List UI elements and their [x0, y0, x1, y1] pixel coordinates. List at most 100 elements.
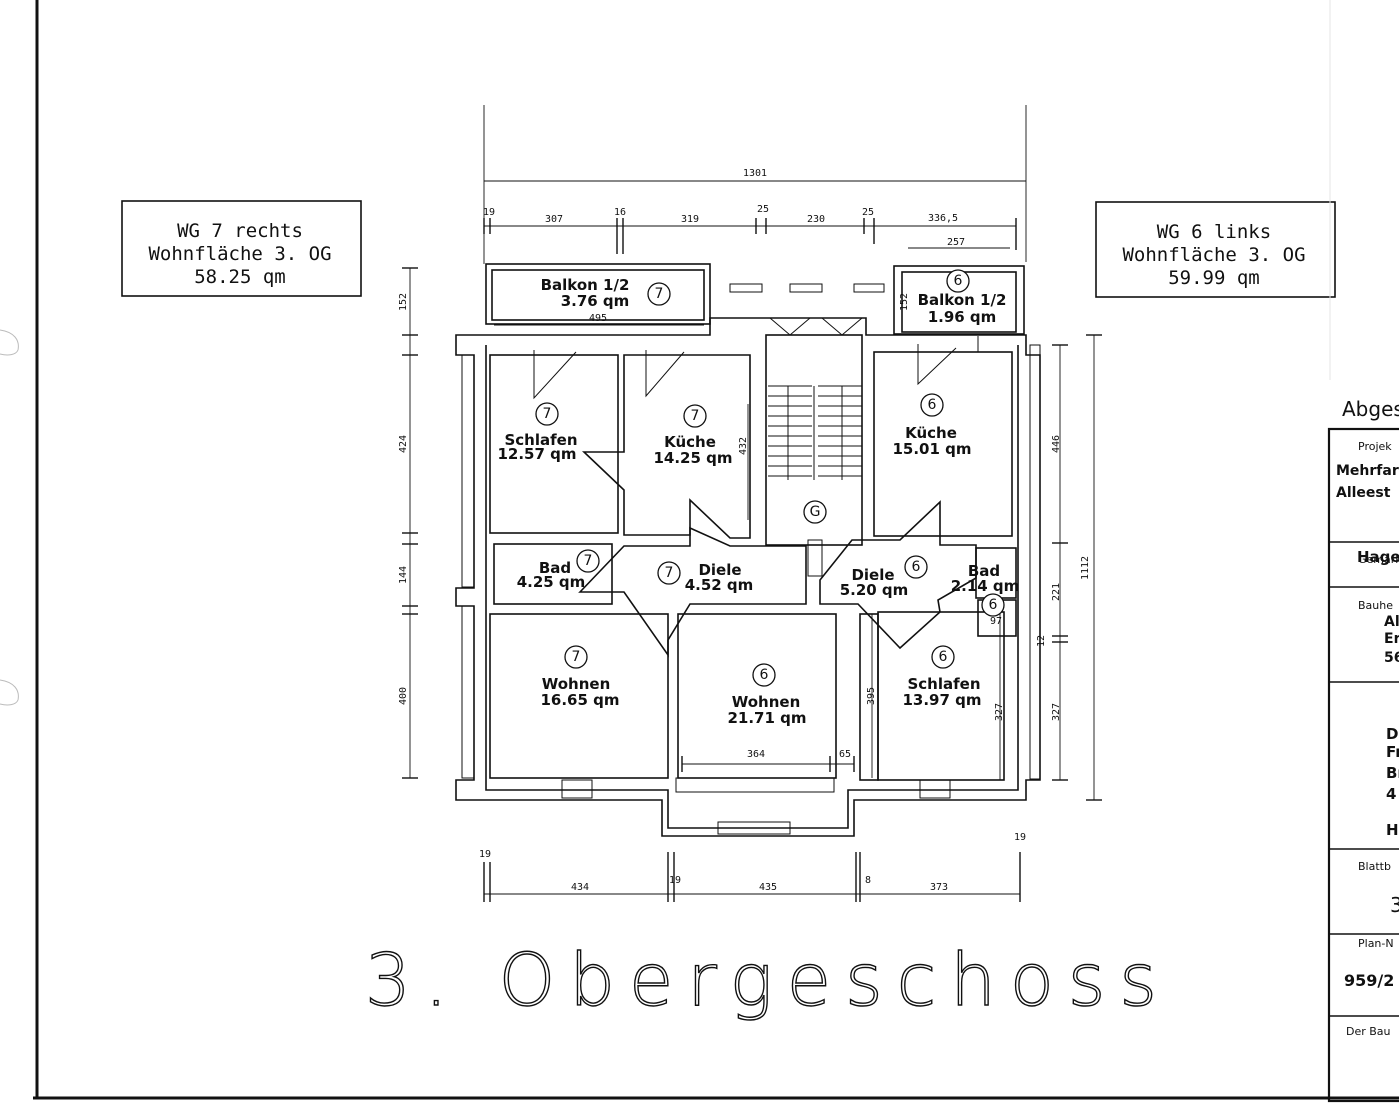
dim-total-width: 1301: [743, 168, 767, 179]
room-balkon7-name: Balkon 1/2: [541, 276, 630, 294]
room-schlafen6-area: 13.97 qm: [902, 691, 981, 709]
dim-inner-432: 432: [738, 437, 749, 455]
room-schlafen7-area: 12.57 qm: [497, 445, 576, 463]
wg7-area-label: Wohnfläche 3. OG: [148, 243, 331, 265]
tb-plan-value: 959/2: [1344, 971, 1394, 990]
dim-left-2: 424: [398, 435, 409, 453]
dim-152-right: 152: [899, 293, 910, 311]
dim-257: 257: [947, 237, 965, 248]
room-diele7-unit: 7: [665, 565, 674, 581]
room-balkon6-unit: 6: [954, 273, 963, 289]
dim-inner-395: 395: [866, 687, 877, 705]
dimension-labels: 1301 19 307 16 319 25 230 25 336,5 257 4…: [398, 168, 1091, 893]
dim-right-4: 327: [1051, 703, 1062, 721]
title-block: Abges Projek Mehrfar Alleest Gemark Hage…: [1327, 0, 1399, 1103]
dim-top-5: 25: [757, 204, 769, 215]
dim-right-1: 446: [1051, 435, 1062, 453]
dim-bottom-3: 19: [669, 875, 681, 886]
room-schlafen6-unit: 6: [939, 649, 948, 665]
tb-entwurf-line4: 4: [1386, 785, 1396, 803]
apartment-box-wg7: WG 7 rechts Wohnfläche 3. OG 58.25 qm: [121, 200, 362, 297]
wg6-area-label: Wohnfläche 3. OG: [1122, 244, 1305, 266]
tb-blatt-value: 3: [1390, 893, 1399, 917]
dim-bad6-97: 97: [990, 616, 1002, 627]
room-wohnen7-unit: 7: [572, 649, 581, 665]
tb-projekt-label: Projek: [1358, 440, 1392, 453]
room-labels: Balkon 1/2 3.76 qm 7 6 Balkon 1/2 1.96 q…: [497, 269, 1020, 727]
room-wohnen7-name: Wohnen: [542, 675, 611, 693]
tb-blatt-label: Blattb: [1358, 860, 1391, 873]
room-wohnen6-unit: 6: [760, 667, 769, 683]
room-bad7-area: 4.25 qm: [517, 573, 586, 591]
stair-label: G: [810, 504, 821, 520]
room-kueche7-unit: 7: [691, 408, 700, 424]
tb-gemark-label: Gemark: [1358, 553, 1399, 566]
dim-bottom-6: 373: [930, 882, 948, 893]
room-kueche7-name: Küche: [664, 433, 716, 451]
tb-projekt-line1: Mehrfar: [1336, 463, 1399, 479]
room-kueche6-name: Küche: [905, 424, 957, 442]
room-kueche7-area: 14.25 qm: [653, 449, 732, 467]
title-block-heading: Abges: [1342, 397, 1399, 421]
tb-bauherr-line2: Er: [1384, 631, 1399, 647]
room-kueche6-unit: 6: [928, 397, 937, 413]
tb-entwurf-line1: Di: [1386, 725, 1399, 743]
dim-left-3: 144: [398, 566, 409, 584]
building-walls: [455, 263, 1041, 837]
dim-left-1: 152: [398, 293, 409, 311]
room-wohnen7-area: 16.65 qm: [540, 691, 619, 709]
dim-right-2: 221: [1051, 583, 1062, 601]
floor-title: 3. Obergeschoss: [365, 938, 1171, 1022]
dim-top-7: 25: [862, 207, 874, 218]
room-diele7-area: 4.52 qm: [685, 576, 754, 594]
dim-left-4: 400: [398, 687, 409, 705]
room-bad7-name: Bad: [539, 559, 571, 577]
tb-entwurf-line6: H: [1386, 821, 1399, 839]
tb-bau-label: Der Bau: [1346, 1025, 1391, 1038]
dim-top-1: 19: [483, 207, 495, 218]
dim-bottom-4: 435: [759, 882, 777, 893]
tb-entwurf-line2: Fr: [1386, 743, 1399, 761]
dim-top-4: 319: [681, 214, 699, 225]
wg6-title: WG 6 links: [1157, 221, 1271, 243]
tb-gemark-value: Hager: [1357, 548, 1399, 566]
room-balkon6-name: Balkon 1/2: [918, 291, 1007, 309]
dim-top-3: 16: [614, 207, 626, 218]
tb-plan-label: Plan-N: [1358, 937, 1394, 950]
room-bad7-unit: 7: [584, 553, 593, 569]
tb-projekt-line2: Alleest: [1336, 485, 1391, 501]
dim-top-8: 336,5: [928, 213, 958, 224]
dim-top-6: 230: [807, 214, 825, 225]
room-balkon7-unit: 7: [655, 286, 664, 302]
tb-bauherr-label: Bauhe: [1358, 599, 1393, 612]
room-bad6-area: 2.14 qm: [951, 577, 1020, 595]
apartment-box-wg6: WG 6 links Wohnfläche 3. OG 59.99 qm: [1095, 201, 1336, 298]
dim-right-total: 1112: [1080, 556, 1091, 580]
dim-bottom-2: 434: [571, 882, 589, 893]
room-wohnen6-area: 21.71 qm: [727, 709, 806, 727]
room-schlafen7-name: Schlafen: [504, 431, 577, 449]
dim-bottom-7: 19: [1014, 832, 1026, 843]
room-diele7-name: Diele: [698, 561, 741, 579]
dim-bottom-5: 8: [865, 875, 871, 886]
dim-bay-364: 364: [747, 749, 765, 760]
dim-bay-65: 65: [839, 749, 851, 760]
wg7-area-value: 58.25 qm: [194, 266, 286, 288]
dimension-lines: [402, 105, 1102, 902]
tb-bauherr-line3: 56: [1384, 650, 1399, 666]
room-balkon7-area: 3.76 qm: [561, 292, 630, 310]
wg6-area-value: 59.99 qm: [1168, 267, 1260, 289]
room-wohnen6-name: Wohnen: [732, 693, 801, 711]
dim-bottom-1: 19: [479, 849, 491, 860]
dim-right-3: 12: [1036, 635, 1047, 647]
room-schlafen6-name: Schlafen: [907, 675, 980, 693]
dim-inner-327: 327: [994, 703, 1005, 721]
room-bad6-unit: 6: [989, 597, 998, 613]
room-balkon6-area: 1.96 qm: [928, 308, 997, 326]
room-schlafen7-unit: 7: [543, 406, 552, 422]
wg7-title: WG 7 rechts: [177, 220, 303, 242]
room-diele6-unit: 6: [912, 559, 921, 575]
room-diele6-area: 5.20 qm: [840, 581, 909, 599]
